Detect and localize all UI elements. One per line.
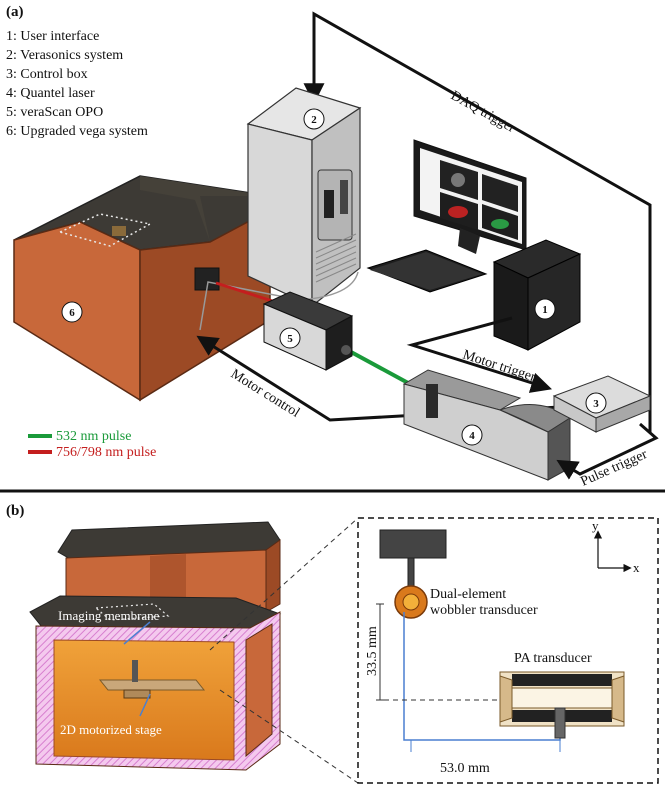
component-2-number: 2 xyxy=(311,114,317,126)
panel-a-label: (a) xyxy=(6,4,24,20)
verascan-opo: 5 xyxy=(262,291,354,371)
vega-cutaway: Imaging membrane 2D motorized stage xyxy=(29,521,282,771)
component-6-badge xyxy=(61,301,83,323)
zoom-line-top xyxy=(209,517,359,651)
component-5-badge xyxy=(279,327,301,349)
panel-a: (a) 1: User interface 2: Verasonics syst… xyxy=(6,4,659,490)
component-legend: 1: User interface 2: Verasonics system 3… xyxy=(6,29,148,139)
membrane-pointer xyxy=(123,621,151,645)
wobbler-label-line2: wobbler transducer xyxy=(430,603,538,618)
green-pulse-label: 532 nm pulse xyxy=(56,429,131,444)
wobbler-holder xyxy=(379,529,447,559)
component-4-badge xyxy=(461,424,483,446)
legend-item-2: 2: Verasonics system xyxy=(6,48,123,63)
legend-item-6: 6: Upgraded vega system xyxy=(6,124,148,139)
daq-trigger-label: DAQ trigger xyxy=(448,88,518,136)
user-interface: 1 xyxy=(366,139,582,351)
legend-item-4: 4: Quantel laser xyxy=(6,86,95,101)
axis-y-label: y xyxy=(592,518,599,533)
component-4-number: 4 xyxy=(469,430,475,442)
verasonics-system: 2 xyxy=(246,87,362,308)
pulse-trigger-wire xyxy=(556,422,659,480)
axis-indicator: y x xyxy=(592,518,640,575)
component-6-number: 6 xyxy=(69,307,75,319)
dim-vertical-label: 33.5 mm xyxy=(365,626,380,676)
stage-pointer xyxy=(139,693,151,717)
pa-transducer: PA transducer xyxy=(499,651,625,739)
motor-trigger-label: Motor trigger xyxy=(461,348,538,386)
red-pulse-label: 756/798 nm pulse xyxy=(56,445,156,460)
wobbler-label-line1: Dual-element xyxy=(430,587,506,602)
legend-item-5: 5: veraScan OPO xyxy=(6,105,103,120)
legend-item-3: 3: Control box xyxy=(6,67,88,82)
pulse-legend: 532 nm pulse 756/798 nm pulse xyxy=(28,429,156,460)
panel-b: (b) Imaging membrane 2D motorized stage xyxy=(6,503,659,784)
imaging-membrane-label: Imaging membrane xyxy=(58,608,160,623)
component-3-badge xyxy=(585,392,607,414)
motorized-stage-label: 2D motorized stage xyxy=(60,722,162,737)
pa-transducer-label: PA transducer xyxy=(514,651,592,666)
dim-horizontal-label: 53.0 mm xyxy=(440,761,490,776)
component-1-badge xyxy=(534,298,556,320)
zoom-line-bottom xyxy=(219,689,359,784)
panel-b-label: (b) xyxy=(6,503,24,519)
component-1-number: 1 xyxy=(542,304,548,316)
quantel-laser: 4 xyxy=(402,369,571,481)
axis-x-label: x xyxy=(633,560,640,575)
component-5-number: 5 xyxy=(287,333,293,345)
control-box: 3 xyxy=(552,375,652,433)
legend-item-1: 1: User interface xyxy=(6,29,99,44)
vega-system: 6 xyxy=(13,175,271,402)
daq-trigger-wire xyxy=(303,11,652,432)
component-3-number: 3 xyxy=(593,398,599,410)
motor-trigger-wire xyxy=(406,316,553,393)
component-2-badge xyxy=(303,108,325,130)
